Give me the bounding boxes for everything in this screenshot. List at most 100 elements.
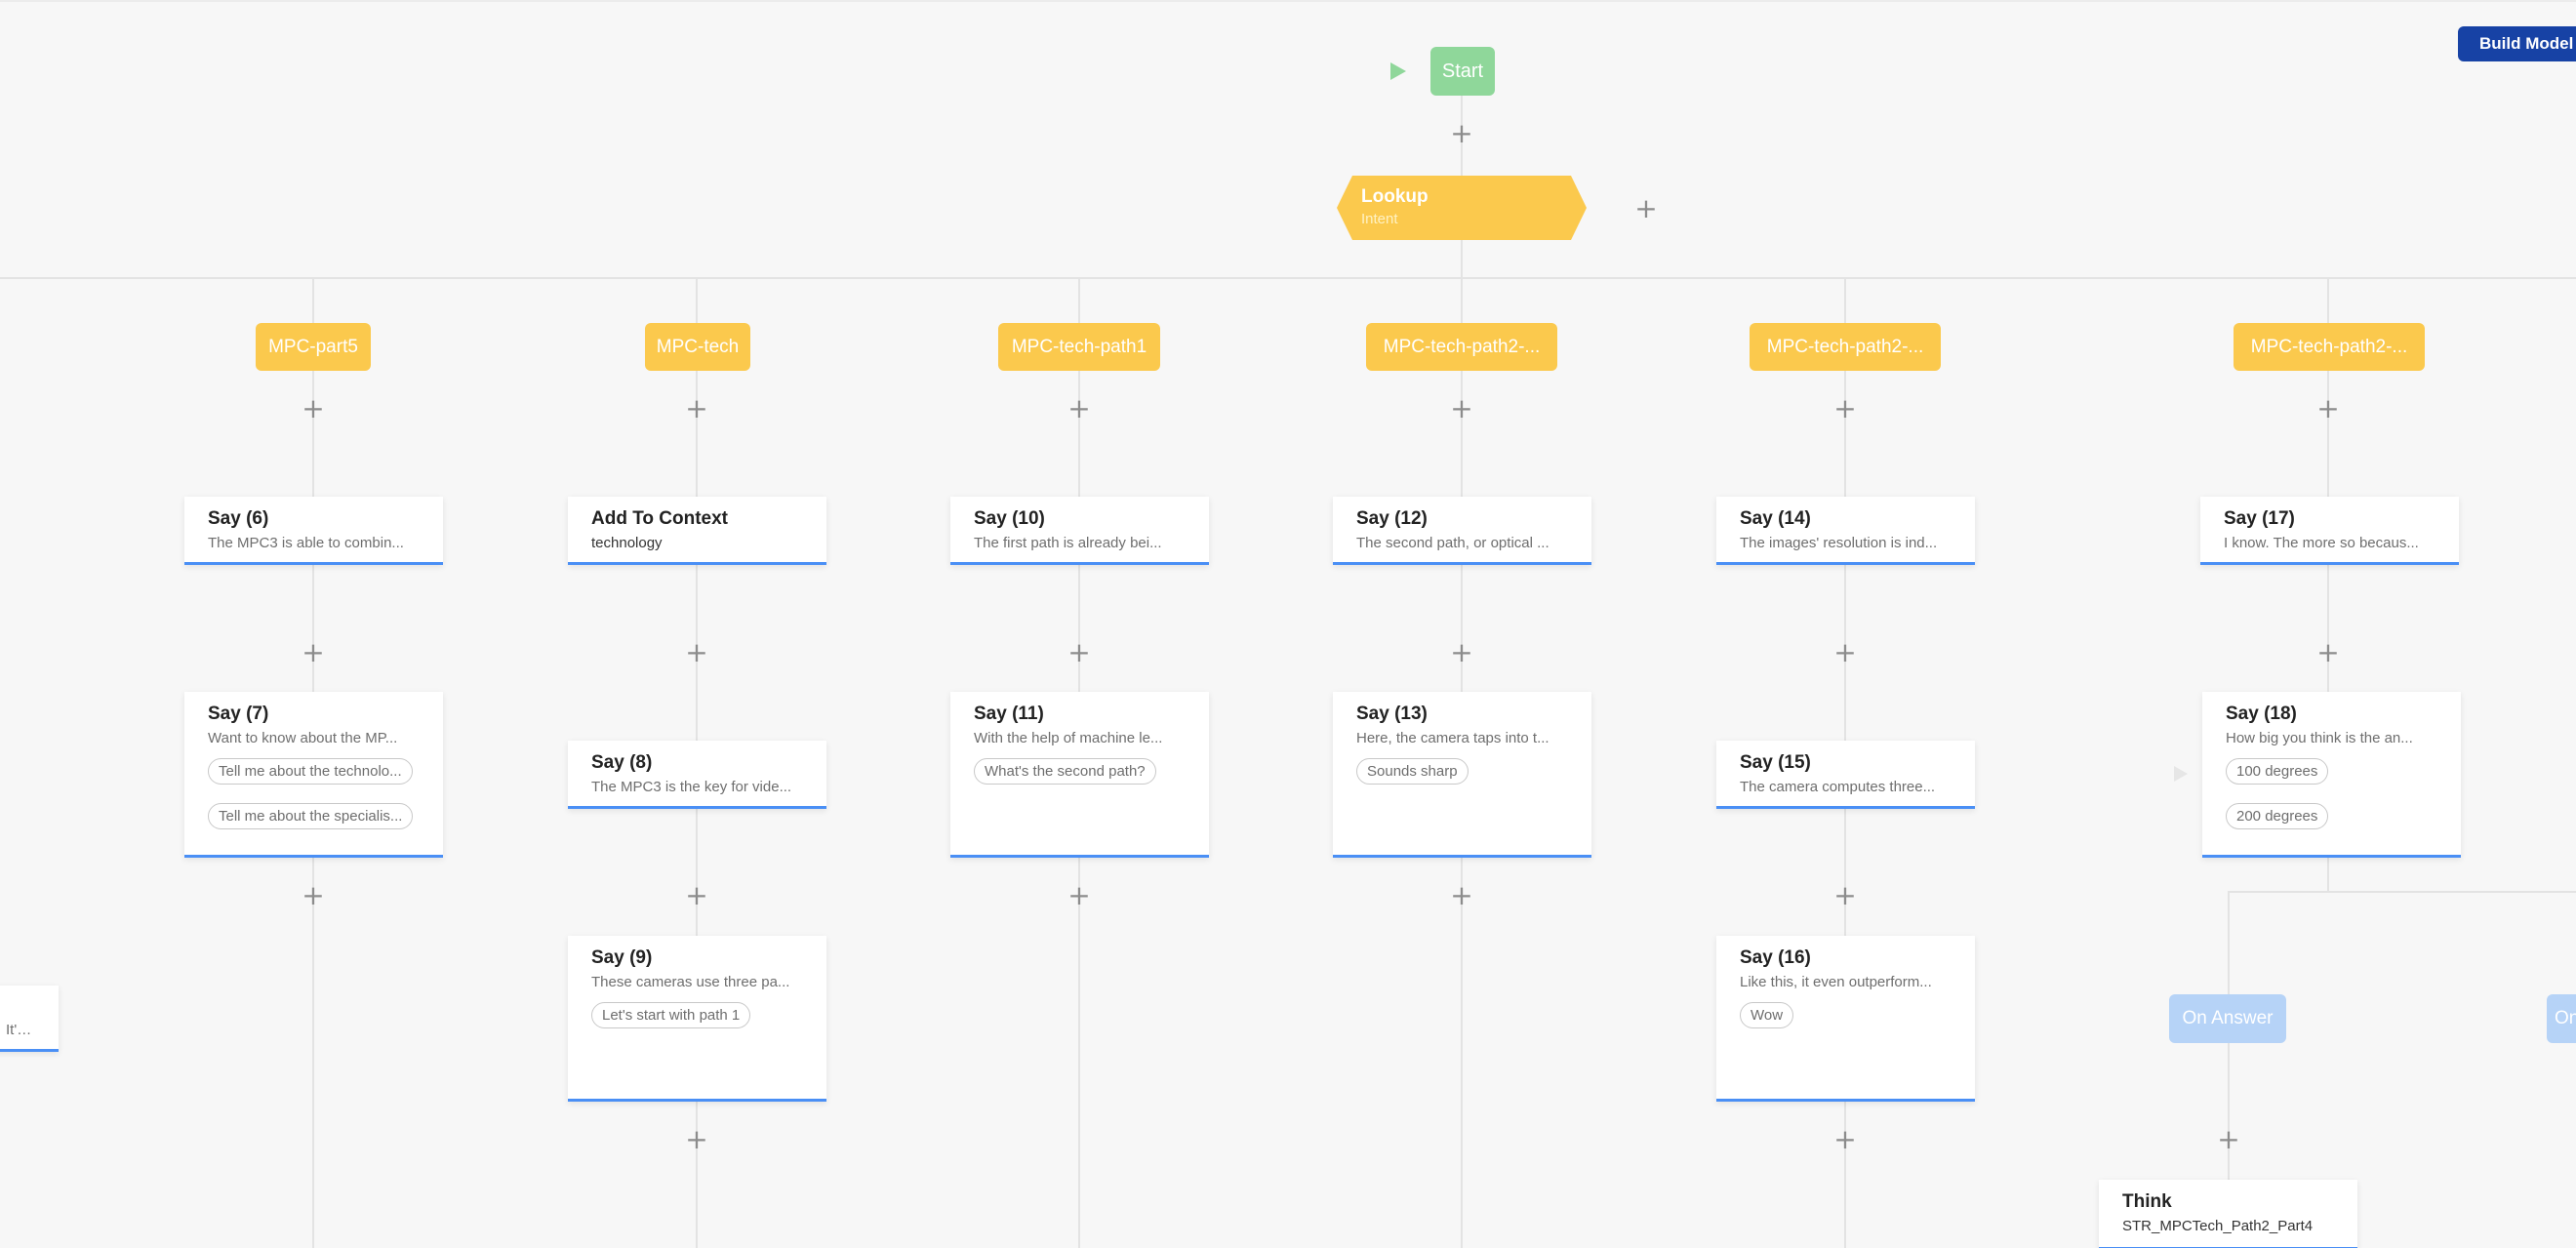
node-title: Think xyxy=(2122,1191,2172,1212)
node-text: Want to know about the MP... xyxy=(208,730,398,746)
add-step-plus-icon[interactable]: + xyxy=(1634,192,1658,224)
node-title: Say (18) xyxy=(2226,704,2297,724)
node-text: Here, the camera taps into t... xyxy=(1356,730,1550,746)
add-step-plus-icon[interactable]: + xyxy=(2316,392,2340,424)
node-text: Like this, it even outperform... xyxy=(1740,974,1932,990)
lookup-subtitle: Intent xyxy=(1361,211,1398,227)
node-text: technology xyxy=(591,535,663,551)
add-step-plus-icon[interactable]: + xyxy=(302,636,325,668)
on-answer-node[interactable]: On Answer xyxy=(2169,994,2286,1043)
play-icon[interactable] xyxy=(2174,766,2188,782)
add-step-plus-icon[interactable]: + xyxy=(2316,636,2340,668)
node-title: Say (7) xyxy=(208,704,269,724)
answer-branch-line xyxy=(2228,891,2576,893)
say-node[interactable]: Say (18) How big you think is the an... … xyxy=(2202,692,2461,858)
add-step-plus-icon[interactable]: + xyxy=(1450,636,1473,668)
say-node[interactable]: Say (10) The first path is already bei..… xyxy=(950,497,1209,565)
node-title: Say (16) xyxy=(1740,947,1811,968)
add-step-plus-icon[interactable]: + xyxy=(1067,392,1091,424)
add-step-plus-icon[interactable]: + xyxy=(302,392,325,424)
say-node[interactable]: Say (14) The images' resolution is ind..… xyxy=(1716,497,1975,565)
intent-tag-mpc-tech-path2[interactable]: MPC-tech-path2-... xyxy=(1750,323,1941,371)
node-title: Say (17) xyxy=(2224,508,2295,529)
play-icon[interactable] xyxy=(1390,62,1406,80)
node-title: Say (14) xyxy=(1740,508,1811,529)
add-step-plus-icon[interactable]: + xyxy=(1833,1123,1857,1155)
lookup-shape xyxy=(1337,176,1587,240)
add-step-plus-icon[interactable]: + xyxy=(1450,879,1473,911)
intent-tag-mpc-tech-path2[interactable]: MPC-tech-path2-... xyxy=(2234,323,2425,371)
say-node[interactable]: Say (17) I know. The more so becaus... xyxy=(2200,497,2459,565)
node-title: Say (13) xyxy=(1356,704,1428,724)
node-title: Say (12) xyxy=(1356,508,1428,529)
node-title: Add To Context xyxy=(591,508,729,529)
node-title: Say (6) xyxy=(208,508,269,529)
node-title: Say (9) xyxy=(591,947,653,968)
connector-line xyxy=(2228,891,2230,1248)
quick-reply-chip[interactable]: Wow xyxy=(1740,1002,1794,1028)
add-step-plus-icon[interactable]: + xyxy=(685,879,708,911)
say-node-partial[interactable]: It's... xyxy=(0,986,59,1052)
top-border xyxy=(0,0,2576,2)
say-node[interactable]: Say (15) The camera computes three... xyxy=(1716,741,1975,809)
start-node[interactable]: Start xyxy=(1430,47,1495,96)
say-node[interactable]: Say (7) Want to know about the MP... Tel… xyxy=(184,692,443,858)
lookup-title: Lookup xyxy=(1361,186,1429,207)
quick-reply-chip[interactable]: Let's start with path 1 xyxy=(591,1002,751,1028)
node-text: The first path is already bei... xyxy=(974,535,1162,551)
add-step-plus-icon[interactable]: + xyxy=(685,636,708,668)
node-title: Say (8) xyxy=(591,752,653,773)
intent-tag-mpc-part5[interactable]: MPC-part5 xyxy=(256,323,371,371)
node-text: The second path, or optical ... xyxy=(1356,535,1550,551)
quick-reply-chip[interactable]: What's the second path? xyxy=(974,758,1156,785)
add-step-plus-icon[interactable]: + xyxy=(1450,117,1473,149)
add-to-context-node[interactable]: Add To Context technology xyxy=(568,497,826,565)
quick-reply-chip[interactable]: 100 degrees xyxy=(2226,758,2329,785)
node-text: STR_MPCTech_Path2_Part4 xyxy=(2122,1218,2314,1234)
connector-line xyxy=(2327,278,2329,893)
intent-tag-mpc-tech[interactable]: MPC-tech xyxy=(645,323,750,371)
node-title: Say (10) xyxy=(974,508,1045,529)
node-text: The images' resolution is ind... xyxy=(1740,535,1938,551)
node-text: The camera computes three... xyxy=(1740,779,1936,795)
connector-line xyxy=(1461,96,1463,1248)
add-step-plus-icon[interactable]: + xyxy=(1450,392,1473,424)
intent-branch-line xyxy=(0,277,2576,279)
node-text: The MPC3 is able to combin... xyxy=(208,535,404,551)
say-node[interactable]: Say (13) Here, the camera taps into t...… xyxy=(1333,692,1591,858)
add-step-plus-icon[interactable]: + xyxy=(1833,392,1857,424)
node-title: Say (11) xyxy=(974,704,1044,724)
add-step-plus-icon[interactable]: + xyxy=(685,1123,708,1155)
say-node[interactable]: Say (11) With the help of machine le... … xyxy=(950,692,1209,858)
say-node[interactable]: Say (6) The MPC3 is able to combin... xyxy=(184,497,443,565)
add-step-plus-icon[interactable]: + xyxy=(1067,636,1091,668)
node-text: These cameras use three pa... xyxy=(591,974,790,990)
add-step-plus-icon[interactable]: + xyxy=(1833,636,1857,668)
say-node[interactable]: Say (16) Like this, it even outperform..… xyxy=(1716,936,1975,1102)
add-step-plus-icon[interactable]: + xyxy=(1833,879,1857,911)
think-node[interactable]: Think STR_MPCTech_Path2_Part4 xyxy=(2099,1180,2357,1248)
lookup-intent-node[interactable]: Lookup Intent xyxy=(1337,176,1587,240)
on-answer-node[interactable]: On xyxy=(2547,994,2576,1043)
intent-tag-mpc-tech-path2[interactable]: MPC-tech-path2-... xyxy=(1366,323,1557,371)
say-node[interactable]: Say (8) The MPC3 is the key for vide... xyxy=(568,741,826,809)
node-text: How big you think is the an... xyxy=(2226,730,2413,746)
node-title: Say (15) xyxy=(1740,752,1811,773)
node-text: The MPC3 is the key for vide... xyxy=(591,779,792,795)
quick-reply-chip[interactable]: Sounds sharp xyxy=(1356,758,1469,785)
build-model-button[interactable]: Build Model xyxy=(2458,26,2576,61)
quick-reply-chip[interactable]: Tell me about the specialis... xyxy=(208,803,414,829)
say-node[interactable]: Say (12) The second path, or optical ... xyxy=(1333,497,1591,565)
add-step-plus-icon[interactable]: + xyxy=(302,879,325,911)
node-text: With the help of machine le... xyxy=(974,730,1163,746)
quick-reply-chip[interactable]: 200 degrees xyxy=(2226,803,2329,829)
add-step-plus-icon[interactable]: + xyxy=(1067,879,1091,911)
say-node[interactable]: Say (9) These cameras use three pa... Le… xyxy=(568,936,826,1102)
intent-tag-mpc-tech-path1[interactable]: MPC-tech-path1 xyxy=(998,323,1160,371)
add-step-plus-icon[interactable]: + xyxy=(2217,1123,2240,1155)
node-text: I know. The more so becaus... xyxy=(2224,535,2419,551)
node-text: It's... xyxy=(6,1022,35,1038)
add-step-plus-icon[interactable]: + xyxy=(685,392,708,424)
quick-reply-chip[interactable]: Tell me about the technolo... xyxy=(208,758,413,785)
